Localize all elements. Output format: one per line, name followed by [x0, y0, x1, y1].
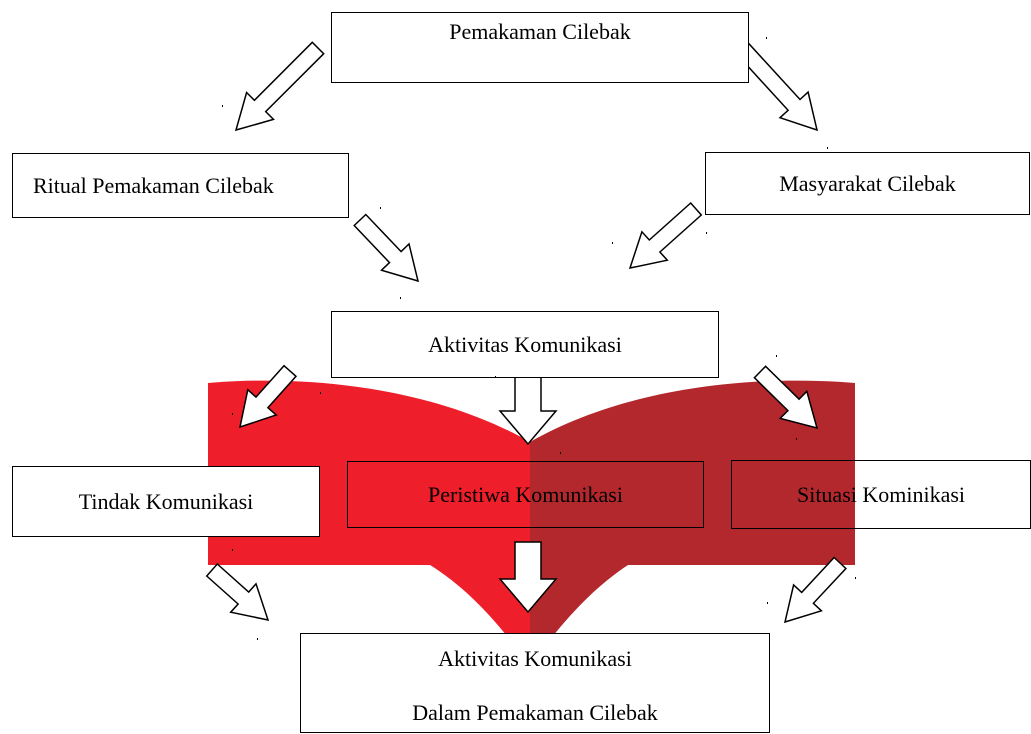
speck	[766, 37, 767, 39]
speck	[400, 297, 401, 299]
speck	[495, 376, 496, 378]
box-tindak-komunikasi-label: Tindak Komunikasi	[78, 488, 254, 514]
box-masyarakat-cilebak: Masyarakat Cilebak	[705, 152, 1030, 215]
speck	[796, 438, 797, 440]
speck	[320, 392, 321, 394]
box-aktivitas-dalam-pemakaman: Aktivitas Komunikasi Dalam Pemakaman Cil…	[300, 633, 770, 733]
arrow-down-right-icon	[353, 213, 420, 283]
box-aktivitas-komunikasi: Aktivitas Komunikasi	[331, 311, 719, 378]
speck	[855, 577, 856, 579]
arrow-down-icon	[498, 541, 558, 614]
ribbon-left-half	[208, 380, 530, 666]
box-situasi-kominikasi-label: Situasi Kominikasi	[796, 481, 966, 507]
arrow-down-left-icon	[783, 556, 847, 624]
box-masyarakat-cilebak-label: Masyarakat Cilebak	[779, 170, 956, 196]
speck	[612, 242, 613, 244]
arrow-down-left-icon	[234, 41, 325, 132]
arrow-down-right-icon	[205, 562, 270, 622]
speck	[232, 549, 233, 551]
arrow-down-right-icon	[753, 365, 819, 430]
arrow-down-left-icon	[238, 364, 298, 429]
box-ritual-pemakaman-label: Ritual Pemakaman Cilebak	[33, 172, 274, 198]
box-aktivitas-komunikasi-label: Aktivitas Komunikasi	[428, 331, 622, 357]
speck	[776, 355, 777, 357]
box-peristiwa-komunikasi: Peristiwa Komunikasi	[347, 461, 704, 528]
speck	[827, 147, 828, 149]
box-situasi-kominikasi: Situasi Kominikasi	[731, 460, 1031, 529]
ribbon-right-half	[530, 380, 855, 666]
speck	[257, 638, 258, 640]
box-pemakaman-cilebak-label: Pemakaman Cilebak	[449, 19, 631, 44]
box-result-line2: Dalam Pemakaman Cilebak	[412, 700, 658, 725]
speck	[560, 452, 561, 454]
box-result-line1: Aktivitas Komunikasi	[438, 646, 632, 671]
speck	[380, 207, 381, 209]
box-tindak-komunikasi: Tindak Komunikasi	[12, 466, 320, 537]
box-pemakaman-cilebak: Pemakaman Cilebak	[331, 12, 749, 83]
speck	[706, 232, 707, 234]
speck	[222, 105, 223, 107]
arrow-down-icon	[498, 376, 558, 446]
speck	[232, 413, 233, 415]
speck	[767, 602, 768, 604]
arrow-down-right-icon	[735, 41, 819, 132]
box-ritual-pemakaman: Ritual Pemakaman Cilebak	[12, 153, 349, 218]
box-peristiwa-komunikasi-label: Peristiwa Komunikasi	[428, 481, 623, 507]
arrow-down-left-icon	[628, 201, 703, 270]
